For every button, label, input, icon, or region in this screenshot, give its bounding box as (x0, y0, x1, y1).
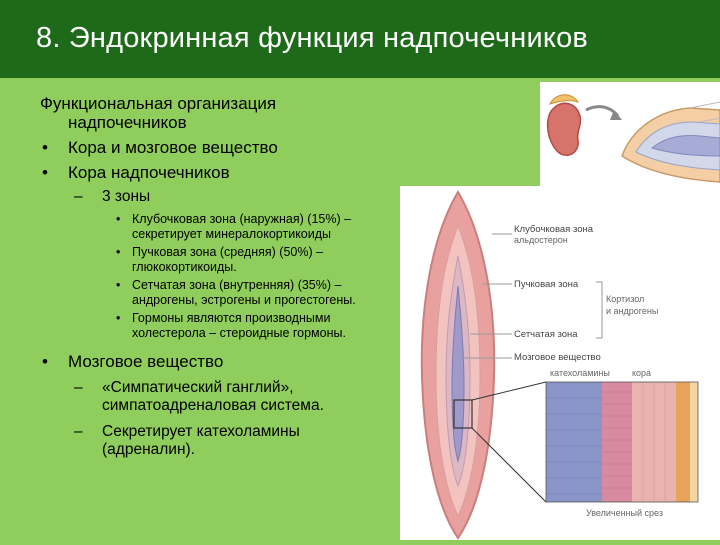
zone-item: •Клубочковая зона (наружная) (15%) – сек… (116, 212, 352, 241)
enlarged-reticular (602, 382, 632, 502)
label-aldosterone: альдостерон (514, 235, 568, 245)
adrenal-section-medulla (650, 135, 720, 157)
adrenal-zones-illustration: Клубочковая зона альдостерон Пучковая зо… (400, 186, 720, 540)
label-catecholamines: катехоламины (550, 368, 610, 378)
label-fascicular: Пучковая зона (514, 279, 579, 290)
kidney-shape (546, 102, 582, 156)
text-column: Функциональная организация надпочечников… (40, 94, 395, 467)
label-reticular: Сетчатая зона (514, 329, 578, 340)
slide-title: 8. Эндокринная функция надпочечников (36, 22, 588, 54)
bullet-cortex: Кора надпочечников (40, 163, 395, 182)
enlarged-medulla (546, 382, 602, 502)
zone-item: •Сетчатая зона (внутренняя) (35%) – андр… (116, 278, 356, 307)
adrenal-zones-drawing: Клубочковая зона альдостерон Пучковая зо… (420, 190, 699, 540)
label-cortex: кора (632, 368, 651, 378)
enlarge-marker (453, 399, 473, 429)
heading-line1: Функциональная организация (40, 94, 277, 113)
label-glomerular: Клубочковая зона (514, 224, 594, 235)
label-medulla: Мозговое вещество (514, 352, 601, 363)
kidney-illustration (540, 82, 720, 190)
bullet-medulla: Мозговое вещество (40, 352, 395, 371)
zone-item: •Пучковая зона (средняя) (50%) – глюкоко… (116, 245, 324, 274)
zone-item: •Гормоны являются производными холестеро… (116, 311, 346, 340)
gland-medulla (451, 285, 465, 463)
heading-line2: надпочечников (68, 113, 187, 132)
medulla-item: –Секретирует катехоламины (адреналин). (74, 423, 300, 458)
heading: Функциональная организация надпочечников (40, 94, 395, 132)
enlarged-capsule (690, 382, 698, 502)
slide-content: Функциональная организация надпочечников… (0, 78, 720, 540)
sub-zones: –3 зоны (74, 188, 151, 205)
label-androgens: и андрогены (606, 306, 658, 316)
title-bar: 8. Эндокринная функция надпочечников (0, 0, 720, 78)
label-enlarged: Увеличенный срез (586, 508, 663, 518)
adrenal-cap (549, 94, 580, 105)
label-cortisol: Кортизол (606, 294, 644, 304)
enlarged-glomerular (676, 382, 690, 502)
bullet-cortex-medulla: Кора и мозговое вещество (40, 138, 395, 157)
kidney-adrenal-drawing (546, 94, 720, 183)
medulla-item: –«Симпатический ганглий», симпатоадренал… (74, 379, 324, 414)
